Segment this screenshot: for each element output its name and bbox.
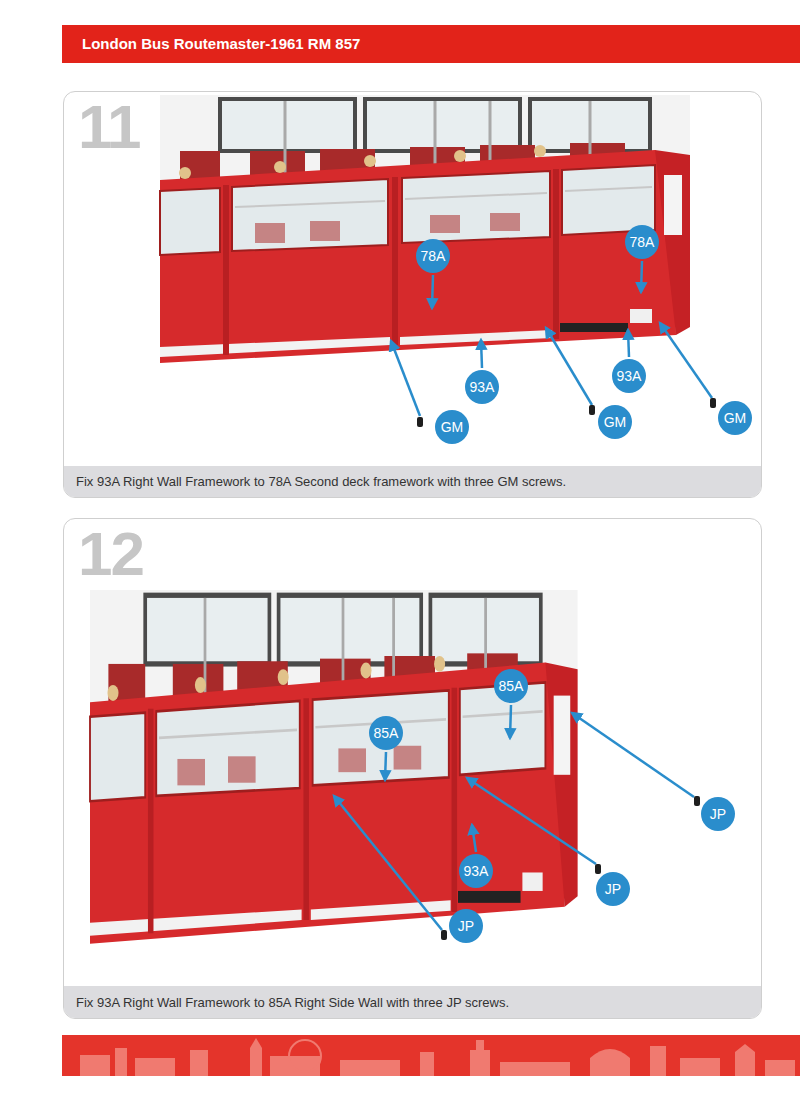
skyline-silhouette — [340, 1060, 400, 1076]
screw — [595, 864, 601, 874]
caption-band: Fix 93A Right Wall Framework to 78A Seco… — [64, 466, 761, 497]
skyline-silhouette — [650, 1046, 666, 1076]
skyline-silhouette — [190, 1050, 208, 1076]
leader-line — [391, 341, 420, 416]
callout-circle: 85A — [494, 669, 528, 703]
screw — [417, 417, 423, 427]
callout-circle: 93A — [459, 854, 493, 888]
callout-circle: 93A — [612, 359, 646, 393]
callout-circle: 93A — [465, 370, 499, 404]
step-panel: 12Fix 93A Right Wall Framework to 85A Ri… — [63, 518, 762, 1019]
skyline-silhouette — [590, 1049, 630, 1076]
skyline-silhouette — [500, 1062, 570, 1076]
step-number: 12 — [78, 523, 143, 585]
step-number: 11 — [78, 96, 140, 158]
skyline-band — [62, 1035, 800, 1076]
callout-label: 78A — [630, 234, 655, 250]
leader-line — [467, 778, 596, 864]
leader-line — [334, 261, 712, 930]
skyline-silhouette — [115, 1048, 127, 1076]
callout-circle: 85A — [369, 716, 403, 750]
skyline-silhouette — [420, 1052, 434, 1076]
callout-circle: GM — [598, 405, 632, 439]
screw — [441, 930, 447, 940]
bus-illustration — [90, 95, 690, 944]
callout-label: JP — [458, 918, 474, 934]
skyline-silhouette — [80, 1055, 110, 1076]
leader-line — [334, 796, 442, 930]
skyline-silhouette — [470, 1040, 490, 1076]
caption-text: Fix 93A Right Wall Framework to 78A Seco… — [76, 474, 566, 489]
callout-label: GM — [724, 410, 747, 426]
screw — [710, 398, 716, 408]
skyline-silhouette — [765, 1060, 795, 1076]
skyline-silhouette — [735, 1044, 755, 1076]
callout-label: GM — [441, 419, 464, 435]
leader-line — [572, 713, 694, 797]
leader-line — [481, 340, 482, 368]
callout-label: 78A — [421, 248, 446, 264]
leader-line — [472, 825, 476, 852]
callout-circle: GM — [718, 401, 752, 435]
step-panel: 11Fix 93A Right Wall Framework to 78A Se… — [63, 91, 762, 498]
caption-band: Fix 93A Right Wall Framework to 85A Righ… — [64, 986, 761, 1018]
callout-label: JP — [605, 881, 621, 897]
bus-illustration — [160, 95, 690, 363]
caption-text: Fix 93A Right Wall Framework to 85A Righ… — [76, 995, 509, 1010]
callout-label: 93A — [617, 368, 642, 384]
callout-circle: 78A — [625, 225, 659, 259]
skyline-silhouette — [135, 1058, 175, 1076]
skyline-silhouette — [289, 1040, 321, 1072]
leader-line — [546, 328, 592, 405]
callout-circle: JP — [596, 872, 630, 906]
skyline-silhouette — [80, 1038, 795, 1076]
callout-label: 93A — [464, 863, 489, 879]
callout-circle: JP — [449, 909, 483, 943]
screw — [589, 405, 595, 415]
leader-line — [510, 705, 511, 738]
bus-illustration — [160, 95, 690, 363]
leader-line — [660, 323, 712, 398]
leader-line — [385, 752, 386, 780]
leader-line — [641, 261, 642, 292]
header-bar — [62, 25, 800, 63]
skyline-silhouette — [270, 1056, 320, 1076]
callout-circle: GM — [435, 410, 469, 444]
callout-label: 93A — [470, 379, 495, 395]
leader-line — [432, 275, 433, 308]
bus-illustration — [90, 590, 578, 944]
skyline-silhouette — [250, 1038, 262, 1076]
page-title: London Bus Routemaster-1961 RM 857 — [82, 35, 360, 52]
callout-circle: JP — [701, 797, 735, 831]
callout-label: 85A — [499, 678, 524, 694]
skyline-silhouette — [680, 1058, 720, 1076]
bus-illustration — [90, 590, 578, 944]
callout-label: JP — [710, 806, 726, 822]
callout-circle: 78A — [416, 239, 450, 273]
callout-label: GM — [604, 414, 627, 430]
leader-line — [628, 330, 629, 357]
screw — [694, 796, 700, 806]
callout-label: 85A — [374, 725, 399, 741]
